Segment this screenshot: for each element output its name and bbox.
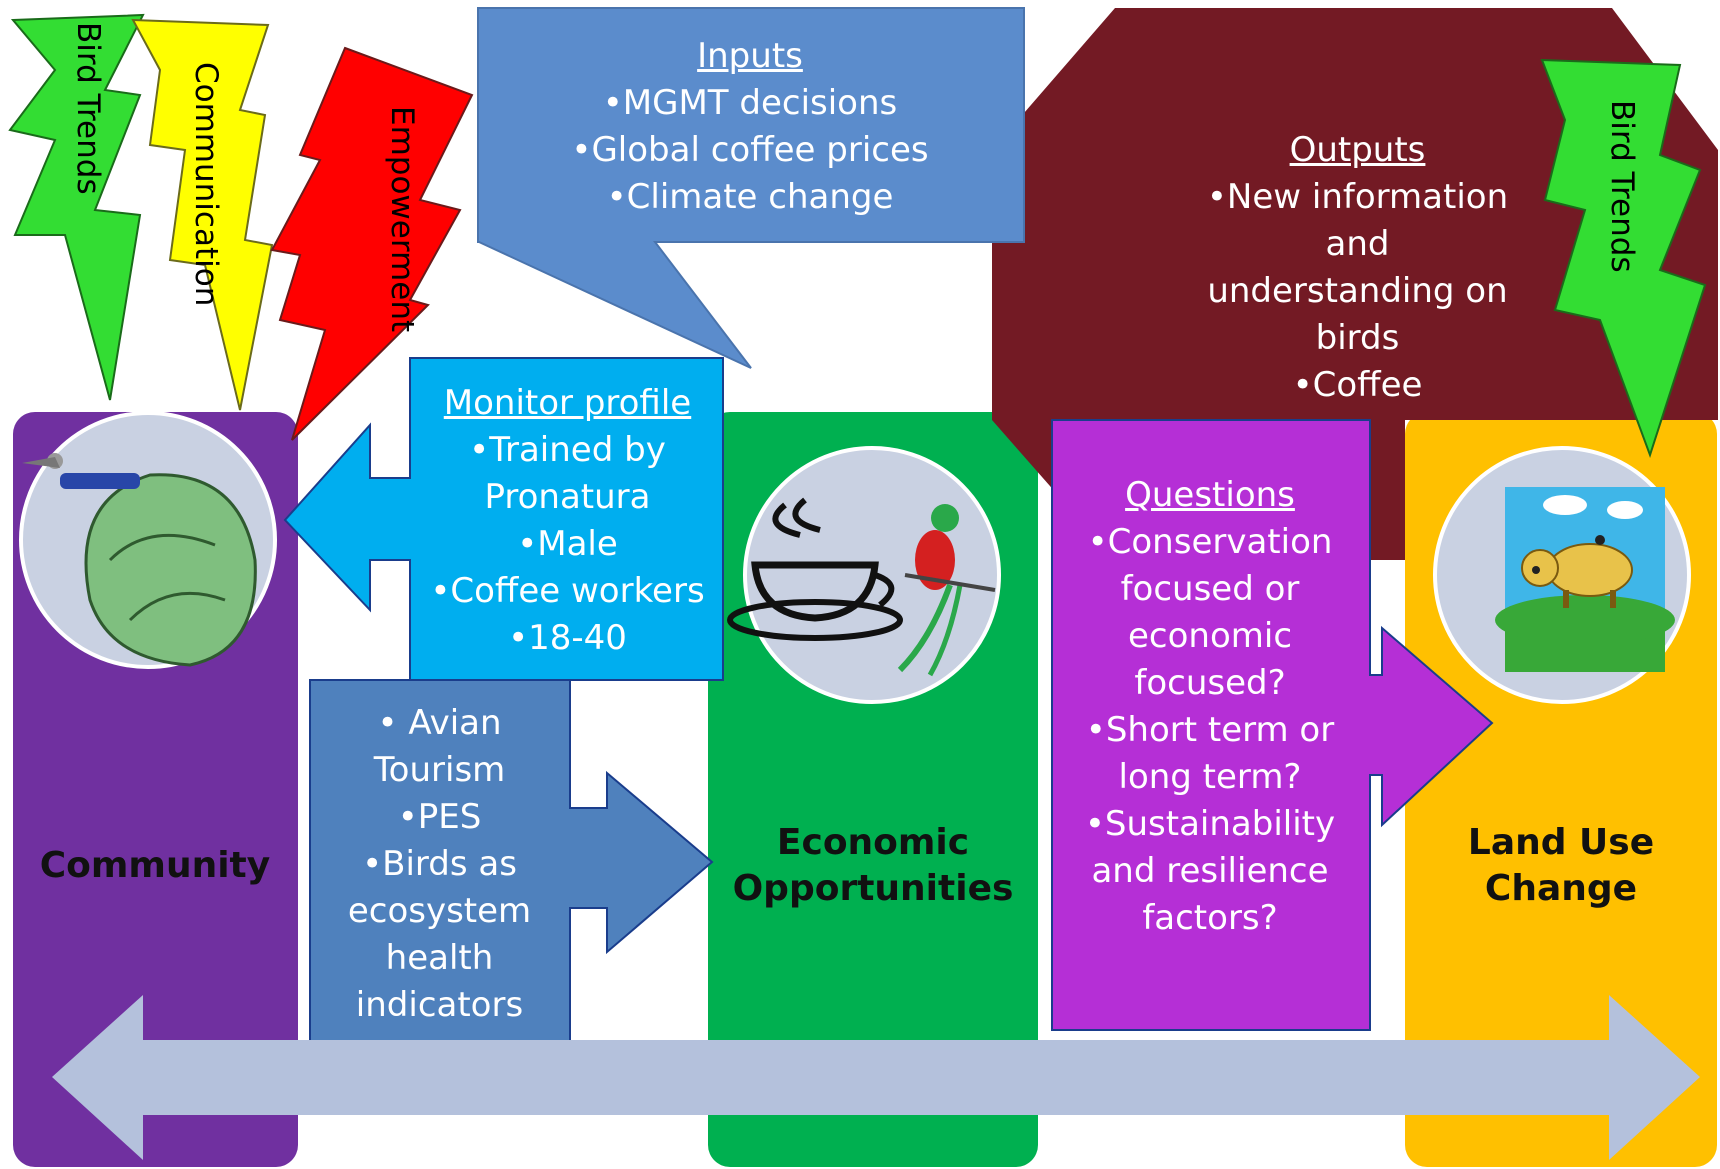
monitor-heading: Monitor profile: [443, 383, 692, 423]
tourism-item: Tourism: [373, 750, 506, 790]
tourism-item: indicators: [355, 985, 524, 1025]
bottom-double-arrow: [52, 995, 1700, 1160]
monitor-item: •Coffee workers: [430, 571, 705, 611]
inputs-item: •Global coffee prices: [571, 130, 929, 170]
tourism-item: health: [385, 938, 494, 978]
tourism-item: ecosystem: [347, 891, 532, 931]
bird-trends-bolt-left: [8, 13, 145, 401]
coffee-quetzal-icon: [727, 446, 1001, 704]
outputs-text: Outputs •New information and understandi…: [1180, 127, 1535, 409]
tourism-text: • Avian Tourism •PES •Birds as ecosystem…: [312, 700, 567, 1029]
outputs-item: •New information: [1206, 177, 1509, 217]
community-label: Community: [39, 845, 271, 886]
monitor-text: Monitor profile •Trained by Pronatura •M…: [415, 380, 720, 662]
landuse-label-line2: Change: [1484, 868, 1638, 909]
questions-item: •Short term or: [1085, 710, 1335, 750]
outputs-item: understanding on: [1207, 271, 1508, 311]
outputs-item: •Coffee: [1292, 365, 1423, 405]
outputs-item: birds: [1315, 318, 1400, 358]
landuse-label: Land Use Change: [1410, 820, 1712, 912]
questions-item: economic: [1127, 616, 1293, 656]
questions-item: •Sustainability: [1084, 804, 1336, 844]
inputs-arrow: [477, 7, 1025, 369]
outputs-heading: Outputs: [1289, 130, 1426, 170]
tourism-item: • Avian: [377, 703, 502, 743]
monitor-item: •Male: [517, 524, 618, 564]
cow-landscape-icon: [1433, 446, 1691, 704]
communication-bolt: [131, 18, 274, 411]
communication-label: Communication: [188, 62, 224, 307]
questions-heading: Questions: [1125, 475, 1295, 515]
birdwatcher-icon: [19, 411, 277, 669]
questions-item: long term?: [1118, 757, 1302, 797]
monitor-item: •Trained by: [469, 430, 666, 470]
tourism-item: •Birds as: [362, 844, 517, 884]
questions-item: focused?: [1134, 663, 1286, 703]
questions-item: focused or: [1120, 569, 1300, 609]
landuse-label-line1: Land Use: [1467, 822, 1655, 863]
inputs-item: •MGMT decisions: [602, 83, 898, 123]
economic-label-line2: Opportunities: [732, 868, 1014, 909]
inputs-heading: Inputs: [697, 36, 803, 76]
inputs-text: Inputs •MGMT decisions •Global coffee pr…: [540, 33, 960, 221]
questions-item: and resilience: [1091, 851, 1329, 891]
bird-trends-bolt-right: [1540, 58, 1707, 459]
monitor-arrow: [283, 357, 724, 681]
outputs-item: and: [1325, 224, 1390, 264]
economic-label: Economic Opportunities: [712, 820, 1034, 912]
inputs-item: •Climate change: [606, 177, 894, 217]
monitor-item: Pronatura: [484, 477, 651, 517]
monitor-item: •18-40: [508, 618, 627, 658]
questions-item: factors?: [1142, 898, 1278, 938]
questions-item: •Conservation: [1087, 522, 1333, 562]
questions-text: Questions •Conservation focused or econo…: [1055, 472, 1365, 942]
questions-arrow: [1051, 419, 1494, 1031]
tourism-item: •PES: [397, 797, 482, 837]
bird-trends-label-left: Bird Trends: [70, 22, 106, 195]
bird-trends-label-right: Bird Trends: [1604, 100, 1640, 273]
empowerment-bolt: [270, 46, 474, 441]
empowerment-label: Empowerment: [384, 106, 420, 333]
economic-label-line1: Economic: [776, 822, 970, 863]
